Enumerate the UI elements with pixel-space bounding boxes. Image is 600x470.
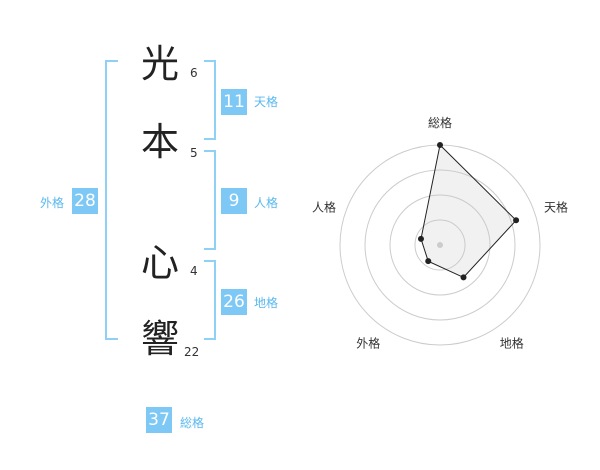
chikaku-label: 地格 <box>254 296 279 310</box>
radar-axis-label-4: 外格 <box>356 336 380 351</box>
name-char-3: 心 <box>140 241 179 285</box>
chikaku-value-badge: 26 <box>221 289 247 315</box>
radar-point-1 <box>437 142 443 148</box>
radar-center-marker <box>437 242 443 248</box>
stroke-count-4: 22 <box>184 345 200 359</box>
tenkaku-label: 天格 <box>254 95 279 109</box>
gaikaku-value-badge: 28 <box>72 188 98 214</box>
jinkaku-label: 人格 <box>254 196 279 210</box>
radar-axis-label-3: 地格 <box>500 336 524 351</box>
radar-point-5 <box>417 235 424 242</box>
radar-point-4 <box>425 258 432 265</box>
radar-point-2 <box>513 217 520 224</box>
soukaku-value-badge: 37 <box>146 407 172 433</box>
radar-grid-ring-2 <box>389 194 491 296</box>
gaikaku-label: 外格 <box>40 196 65 210</box>
radar-data-polygon <box>420 143 517 279</box>
stroke-count-1: 6 <box>190 66 198 80</box>
name-char-4: 響 <box>140 317 179 361</box>
tenkaku-value-badge: 11 <box>221 89 247 115</box>
radar-axis-label-2: 天格 <box>544 199 568 214</box>
stroke-count-3: 4 <box>190 264 198 278</box>
jinkaku-value-badge: 9 <box>221 188 247 214</box>
tenkaku-bracket <box>204 60 216 140</box>
gaikaku-bracket <box>105 60 118 340</box>
name-char-1: 光 <box>140 42 179 86</box>
jinkaku-bracket <box>204 150 216 250</box>
name-char-2: 本 <box>140 120 179 164</box>
chikaku-bracket <box>204 260 216 340</box>
radar-grid-ring-3 <box>364 169 516 321</box>
stroke-count-2: 5 <box>190 146 198 160</box>
radar-point-3 <box>460 274 467 281</box>
radar-grid-ring-1 <box>414 219 466 271</box>
radar-axis-label-1: 総格 <box>428 115 452 130</box>
radar-axis-label-5: 人格 <box>312 199 336 214</box>
soukaku-label: 総格 <box>180 416 205 430</box>
